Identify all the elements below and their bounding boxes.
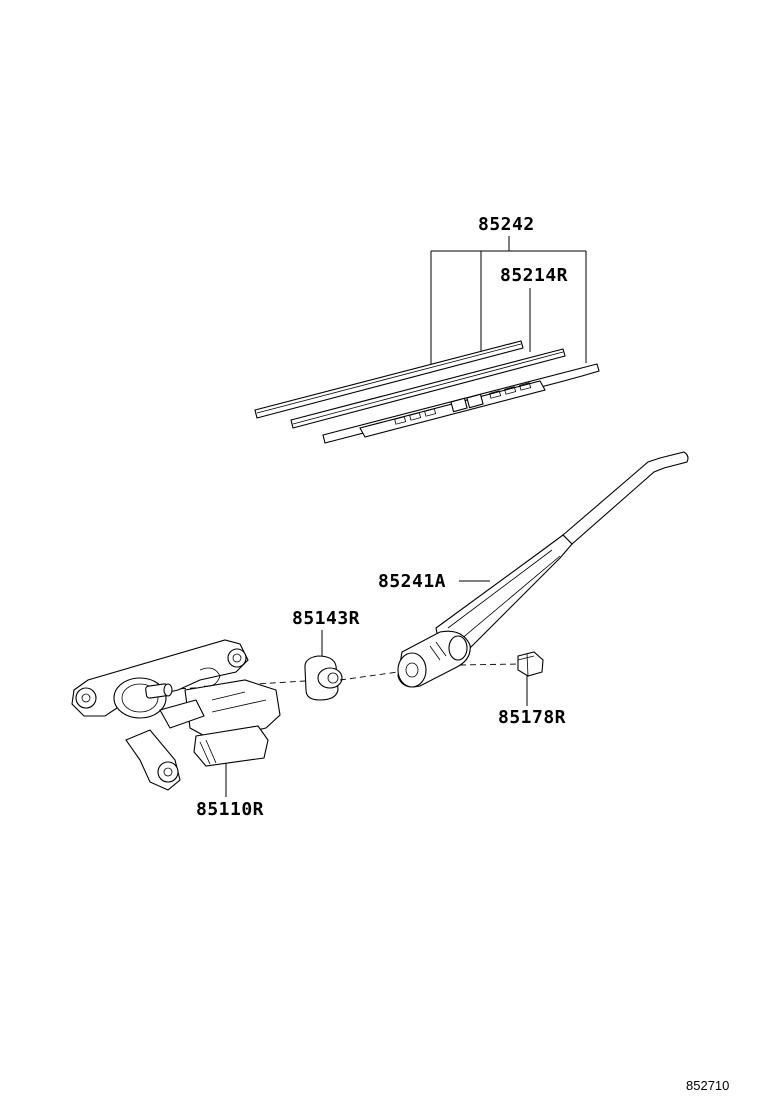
figure-code: 852710	[686, 1078, 729, 1093]
leader-85242-bracket	[430, 236, 587, 364]
wiper-blade-insert	[290, 348, 566, 429]
wiper-arm	[397, 451, 689, 688]
label-85241a: 85241A	[378, 571, 446, 592]
label-85242: 85242	[478, 214, 535, 235]
axis-line-arm-nut	[459, 663, 519, 666]
wiper-blade-frame	[322, 363, 600, 444]
label-85178r: 85178R	[498, 707, 566, 728]
axis-line-cap-arm	[339, 671, 399, 681]
wiper-motor-assembly	[71, 639, 281, 791]
label-85110r: 85110R	[196, 799, 264, 820]
label-85143r: 85143R	[292, 608, 360, 629]
pivot-nut	[517, 651, 544, 677]
wiper-blade-rubber-strip	[254, 340, 524, 419]
label-85214r: 85214R	[500, 265, 568, 286]
arm-nut-cap	[304, 655, 343, 701]
